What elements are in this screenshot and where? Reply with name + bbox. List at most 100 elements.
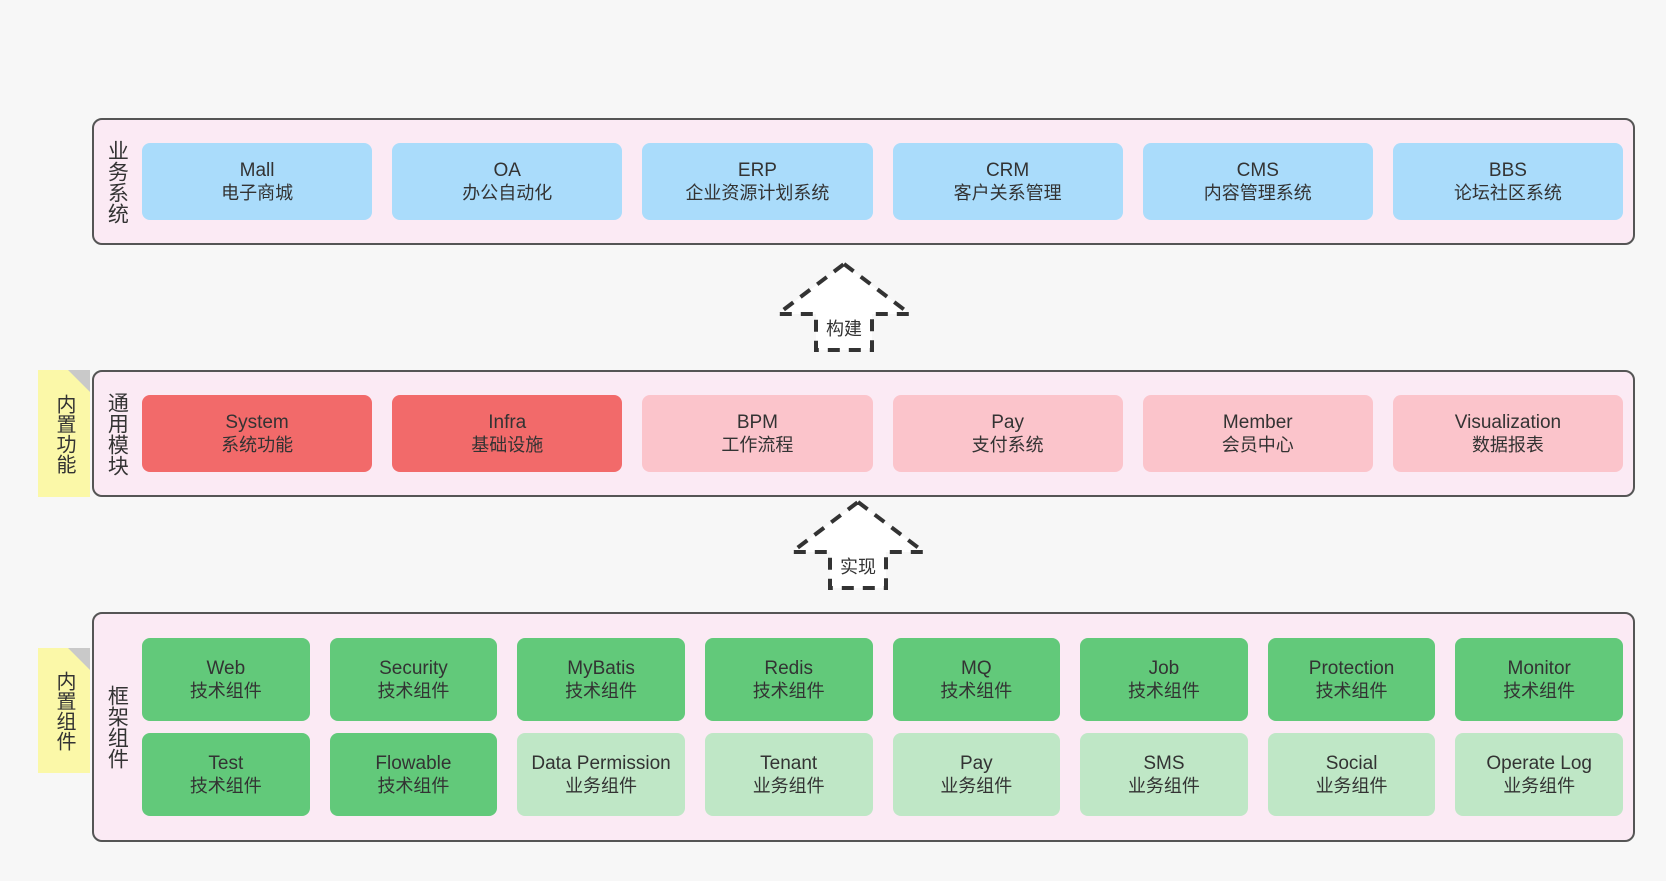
card-subtitle: 数据报表 (1471, 435, 1544, 456)
card-title: SMS (1143, 752, 1185, 774)
card-title: Pay (959, 752, 993, 774)
card-subtitle: 会员中心 (1221, 435, 1294, 456)
card-title: Mall (239, 159, 275, 181)
card-subtitle: 办公自动化 (462, 183, 553, 204)
card-title: Job (1148, 657, 1180, 679)
card-title: Visualization (1454, 411, 1562, 433)
card-title: Test (208, 752, 244, 774)
card-subtitle: 技术组件 (565, 681, 638, 702)
card-title: ERP (737, 159, 777, 181)
card-title: CRM (985, 159, 1030, 181)
card-subtitle: 技术组件 (377, 681, 450, 702)
card-title: Social (1325, 752, 1378, 774)
card-title: Redis (764, 657, 813, 679)
card-title: CMS (1236, 159, 1279, 181)
card-subtitle: 技术组件 (377, 776, 450, 797)
arrow-build: 构建 (764, 258, 924, 354)
card-subtitle: 内容管理系统 (1203, 183, 1312, 204)
card-title: Operate Log (1486, 752, 1592, 774)
arrow-realize: 实现 (778, 496, 938, 592)
arrow-build-shape (772, 261, 916, 352)
card-title: BBS (1488, 159, 1527, 181)
card-subtitle: 企业资源计划系统 (685, 183, 830, 204)
band-title-business-systems: 业务系统 (105, 139, 129, 224)
card-title: Flowable (375, 752, 452, 774)
note-builtin-components-label: 内置组件 (53, 670, 75, 751)
band-title-common-modules: 通用模块 (105, 391, 129, 476)
band-title-framework-components: 框架组件 (105, 685, 129, 769)
card-subtitle: 工作流程 (721, 435, 794, 456)
card-subtitle: 技术组件 (752, 681, 825, 702)
card-subtitle: 论坛社区系统 (1453, 183, 1562, 204)
card-subtitle: 技术组件 (1503, 681, 1576, 702)
card-subtitle: 支付系统 (971, 435, 1044, 456)
arrow-build-label: 构建 (826, 319, 862, 339)
note-builtin-features: 内置功能 (38, 370, 90, 497)
card-title: System (225, 411, 289, 433)
card-subtitle: 业务组件 (1315, 776, 1388, 797)
card-title: Infra (488, 411, 527, 433)
card-subtitle: 技术组件 (940, 681, 1013, 702)
note-builtin-components: 内置组件 (38, 648, 90, 773)
card-title: Protection (1308, 657, 1395, 679)
card-subtitle: 客户关系管理 (953, 183, 1062, 204)
card-title: Tenant (760, 752, 818, 774)
note-builtin-features-label: 内置功能 (53, 393, 75, 474)
card-title: MQ (961, 657, 992, 679)
card-title: Web (206, 657, 246, 679)
card-title: Member (1222, 411, 1293, 433)
card-subtitle: 业务组件 (752, 776, 825, 797)
card-subtitle: 业务组件 (1503, 776, 1576, 797)
card-subtitle: 基础设施 (471, 435, 544, 456)
card-subtitle: 系统功能 (221, 435, 294, 456)
card-subtitle: 业务组件 (940, 776, 1013, 797)
card-title: Security (379, 657, 448, 679)
card-title: Data Permission (531, 752, 671, 774)
card-title: OA (493, 159, 521, 181)
card-title: Monitor (1507, 657, 1571, 679)
arrow-realize-label: 实现 (840, 557, 876, 577)
card-subtitle: 技术组件 (189, 776, 262, 797)
card-subtitle: 技术组件 (1127, 681, 1200, 702)
arrow-realize-shape (786, 499, 930, 590)
card-subtitle: 业务组件 (565, 776, 638, 797)
card-subtitle: 电子商城 (221, 183, 294, 204)
